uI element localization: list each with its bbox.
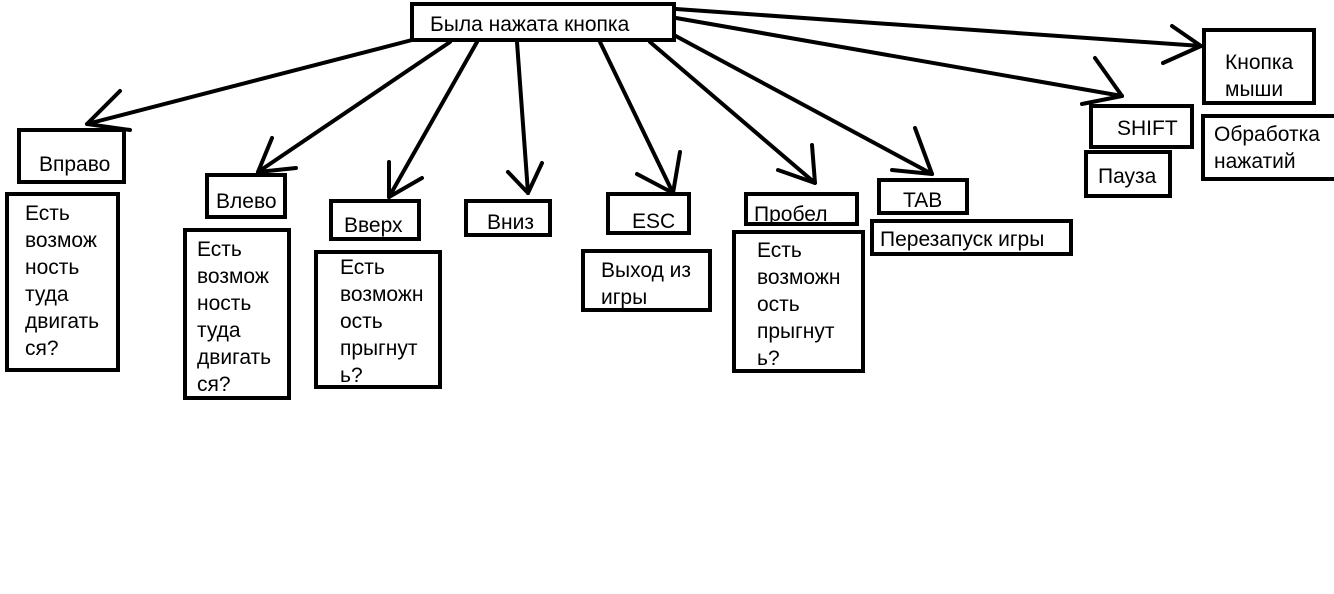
key-right: Вправо [17, 128, 126, 184]
key-esc: ESC [606, 192, 691, 235]
arrow-to-up [387, 40, 479, 199]
arrow-to-shift [674, 16, 1124, 106]
key-down: Вниз [464, 199, 552, 237]
key-shift: SHIFT [1089, 104, 1194, 149]
root-node: Была нажата кнопка [410, 2, 676, 42]
action-mouse: Обработка нажатий [1201, 114, 1334, 181]
action-left: Есть возмож ность туда двигать ся? [183, 228, 291, 400]
action-right: Есть возмож ность туда двигать ся? [5, 192, 120, 372]
arrow-to-esc [598, 40, 682, 195]
key-space: Пробел [744, 192, 859, 226]
key-mouse: Кнопка мыши [1202, 28, 1316, 105]
arrow-to-down [506, 40, 544, 195]
action-esc: Выход из игры [581, 249, 712, 312]
action-tab: Перезапуск игры [870, 219, 1073, 256]
action-shift: Пауза [1084, 150, 1172, 198]
arrow-to-mouse [674, 7, 1203, 65]
arrow-to-space [648, 40, 817, 185]
key-up: Вверх [329, 199, 421, 241]
arrow-to-right [85, 38, 414, 132]
action-up: Есть возможн ость прыгнут ь? [314, 250, 442, 389]
key-tab: TAB [877, 178, 969, 215]
arrow-to-tab [670, 32, 934, 176]
arrow-to-left [256, 40, 452, 174]
action-space: Есть возможн ость прыгнут ь? [732, 230, 865, 373]
key-left: Влево [205, 173, 287, 219]
